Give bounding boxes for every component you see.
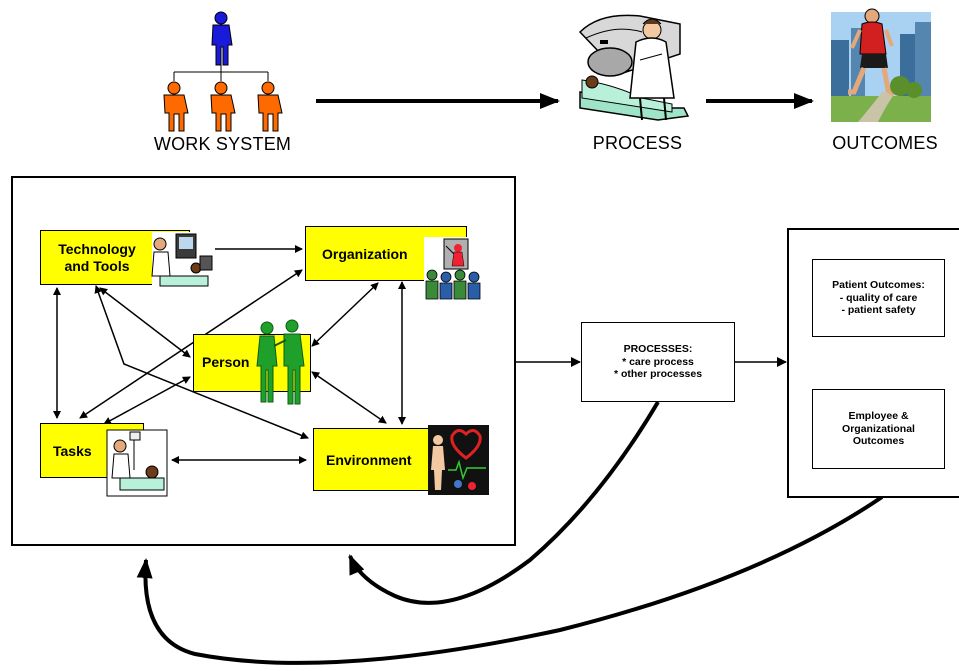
environment-label: Environment — [326, 452, 412, 468]
work-system-frame — [11, 176, 516, 546]
employee-outcomes-box: Employee & Organizational Outcomes — [812, 389, 945, 469]
technology-label-line1: Technology — [58, 241, 136, 257]
feedback-arrow-processes — [348, 400, 660, 605]
technology-label-line2: and Tools — [64, 258, 130, 274]
process-label: PROCESS — [592, 133, 683, 153]
processes-box: PROCESSES: * care process * other proces… — [581, 322, 735, 402]
arrow-org-person — [311, 282, 379, 347]
organization-label: Organization — [322, 246, 408, 262]
tasks-label: Tasks — [53, 443, 92, 459]
processes-care: * care process — [622, 355, 694, 368]
outcomes-label: OUTCOMES — [832, 133, 938, 153]
work-system-label: WORK SYSTEM — [153, 134, 292, 154]
patient-outcomes-safety: - patient safety — [841, 304, 916, 316]
employee-outcomes-line2: Organizational — [842, 422, 915, 435]
employee-outcomes-line3: Outcomes — [852, 435, 905, 447]
arrow-person-environment — [311, 371, 387, 424]
patient-outcomes-title: Patient Outcomes: — [832, 279, 925, 291]
processes-other: * other processes — [613, 368, 703, 380]
person-label: Person — [202, 354, 250, 370]
mri-scanner-icon — [578, 14, 690, 124]
runner-icon — [831, 8, 931, 122]
patient-outcomes-quality: - quality of care — [839, 291, 918, 304]
org-chart-icon — [163, 11, 283, 132]
patient-outcomes-box: Patient Outcomes: - quality of care - pa… — [812, 259, 945, 337]
arrow-tech-environment — [94, 285, 309, 440]
organization-box: Organization — [305, 226, 467, 281]
employee-outcomes-line1: Employee & — [848, 410, 909, 422]
processes-title: PROCESSES: — [623, 343, 693, 355]
feedback-arrow-outcomes — [136, 495, 884, 665]
